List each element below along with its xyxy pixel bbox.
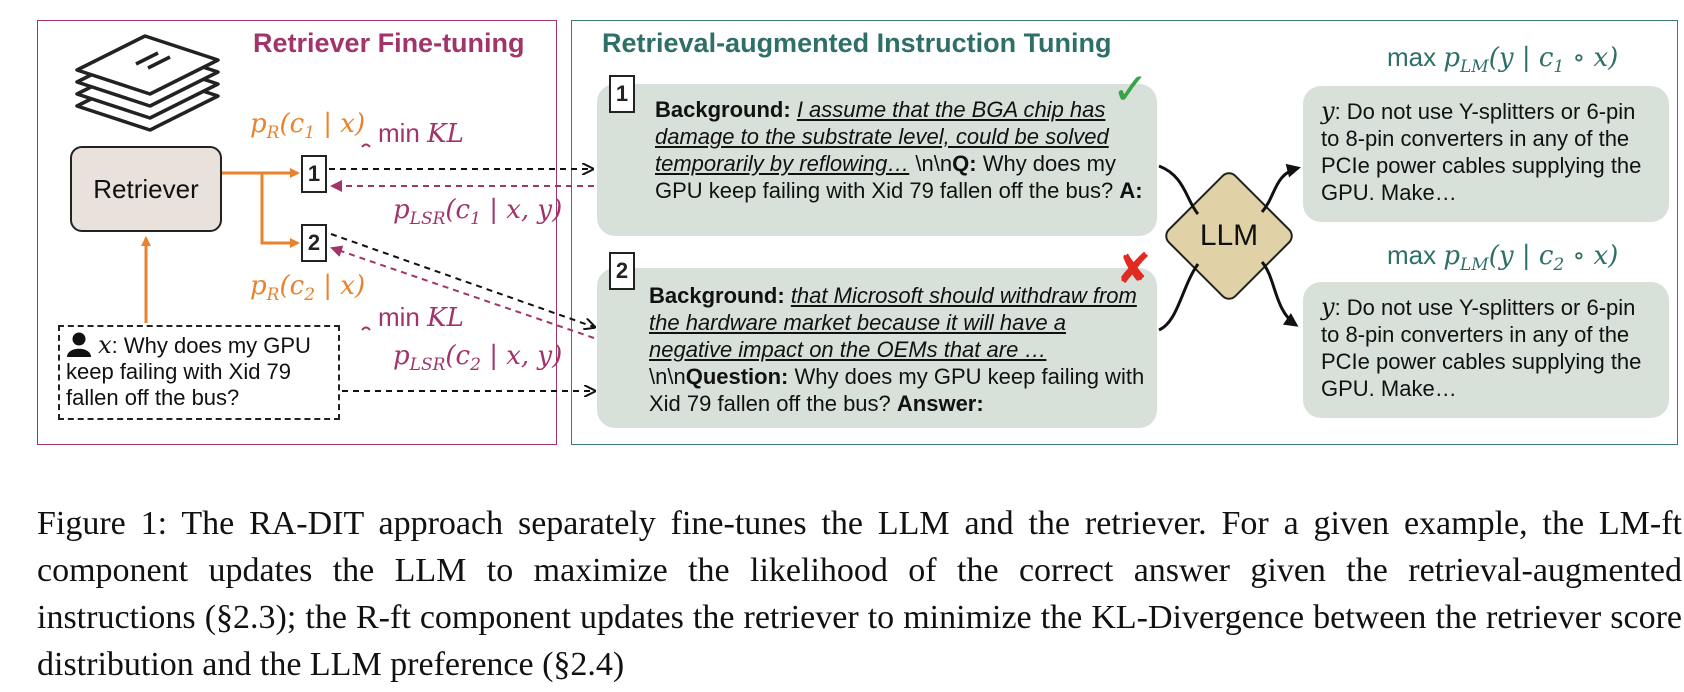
cross-icon: ✘ <box>1116 244 1152 293</box>
user-icon <box>67 332 91 357</box>
retriever-box: Retriever <box>70 146 222 232</box>
max-likelihood-c2-label: max pLM(y | c2 ∘ x) <box>1387 240 1619 275</box>
example-1-background-text: I assume that the BGA chip has damage to… <box>655 97 1109 176</box>
example-2-question-text: Why does my GPU keep failing with Xid 79… <box>649 364 1145 416</box>
example1-to-llm-curve <box>1158 164 1200 215</box>
retriever-prob-c1-label: pR(c1 | x) <box>250 109 366 143</box>
retrieved-doc-1-number: 1 <box>307 161 321 186</box>
example-1-question-text: Why does my GPU keep failing with Xid 79… <box>655 151 1120 203</box>
lsr-prob-c2-label: pLSR(c2 | x, y) <box>393 341 563 375</box>
example-2-background-text: that Microsoft should withdraw from the … <box>649 283 1137 362</box>
document-stack-icon <box>75 34 220 132</box>
example-1-number-box: 1 <box>609 75 635 113</box>
retriever-label: Retriever <box>93 173 199 204</box>
llm-to-output1-arrow <box>1260 163 1301 213</box>
instruction-tuning-panel <box>571 20 1678 445</box>
instruction-example-1: Background: I assume that the BGA chip h… <box>597 84 1157 236</box>
llm-label: LLM <box>1199 219 1259 252</box>
example2-to-llm-curve <box>1158 263 1200 332</box>
retrieved-doc-2-box: 2 <box>301 224 327 262</box>
example-2-number-box: 2 <box>609 252 635 290</box>
output-answer-1: y: Do not use Y-splitters or 6-pin to 8-… <box>1303 86 1669 222</box>
retrieved-doc-2-number: 2 <box>307 230 321 255</box>
query-box: x: Why does my GPU keep failing with Xid… <box>58 325 340 420</box>
lsr-prob-c1-label: pLSR(c1 | x, y) <box>393 195 563 229</box>
retriever-prob-c2-label: pR(c2 | x) <box>250 271 366 305</box>
retrieved-doc-1-box: 1 <box>301 155 327 193</box>
figure-caption: Figure 1: The RA-DIT approach separately… <box>37 505 1682 683</box>
query-variable: x <box>98 331 112 359</box>
min-kl-label-2: min KL <box>378 302 464 333</box>
retriever-to-doc2-arrow <box>260 173 300 248</box>
max-likelihood-c1-label: max pLM(y | c1 ∘ x) <box>1387 42 1619 77</box>
query-text: : Why does my GPU keep failing with Xid … <box>66 333 311 410</box>
retriever-finetuning-title: Retriever Fine-tuning <box>253 28 525 58</box>
min-kl-label-1: min KL <box>378 118 464 149</box>
llm-to-output2-arrow <box>1260 261 1299 327</box>
output-answer-2: y: Do not use Y-splitters or 6-pin to 8-… <box>1303 282 1669 418</box>
doc2-to-example2-arrow <box>330 233 594 327</box>
checkmark-icon: ✓ <box>1112 64 1149 115</box>
retriever-finetuning-panel <box>37 20 557 445</box>
instruction-example-2: Background: that Microsoft should withdr… <box>597 268 1157 428</box>
lsr-feedback-2-arrow <box>330 245 595 339</box>
instruction-tuning-title: Retrieval-augmented Instruction Tuning <box>602 28 1112 58</box>
